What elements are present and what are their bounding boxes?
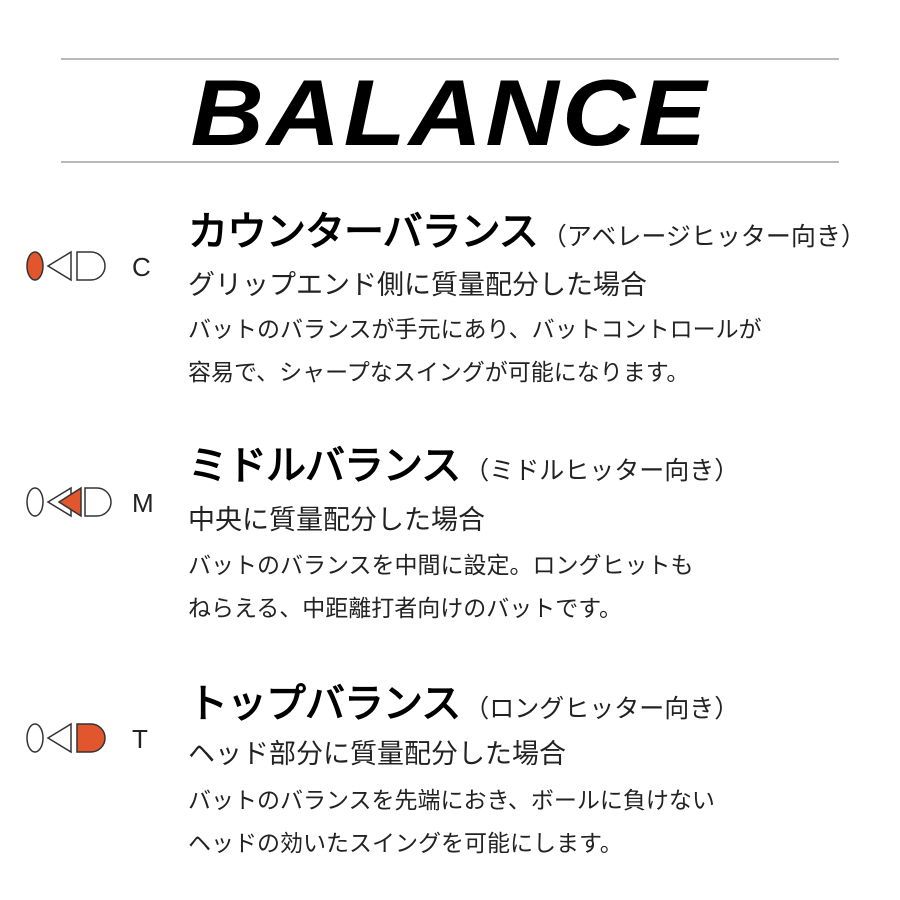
balance-description-line-2: ねらえる、中距離打者向けのバットです。: [188, 596, 623, 622]
bat-balance-diagram-grip-end: [15, 246, 127, 286]
balance-letter: M: [132, 488, 154, 518]
balance-heading: カウンターバランス（アベレージヒッター向き）: [188, 208, 866, 261]
balance-note: （ロングヒッター向き）: [464, 694, 740, 723]
bat-balance-diagram-head: [15, 718, 127, 758]
balance-heading: ミドルバランス（ミドルヒッター向き）: [188, 442, 739, 495]
balance-description-line-1: バットのバランスを中間に設定。ロングヒットも: [188, 553, 694, 579]
balance-name: カウンターバランス: [188, 209, 539, 255]
balance-letter: T: [132, 724, 148, 754]
title-divider: [61, 161, 839, 163]
balance-description-line-2: 容易で、シャープなスイングが可能になります。: [188, 360, 690, 386]
balance-note: （アベレージヒッター向き）: [541, 222, 866, 251]
balance-subtitle: 中央に質量配分した場合: [188, 505, 485, 536]
page-title: BALANCE: [190, 60, 710, 165]
top-divider: [61, 58, 839, 60]
balance-subtitle: グリップエンド側に質量配分した場合: [188, 270, 647, 301]
balance-name: トップバランス: [188, 681, 461, 727]
balance-description-line-1: バットのバランスが手元にあり、バットコントロールが: [188, 317, 762, 343]
balance-letter: C: [132, 252, 151, 282]
bat-balance-diagram-middle: [15, 482, 127, 522]
balance-note: （ミドルヒッター向き）: [464, 456, 740, 485]
balance-heading: トップバランス（ロングヒッター向き）: [188, 680, 739, 733]
balance-description-line-1: バットのバランスを先端におき、ボールに負けない: [188, 788, 715, 814]
balance-description-line-2: ヘッドの効いたスイングを可能にします。: [188, 831, 623, 857]
balance-subtitle: ヘッド部分に質量配分した場合: [188, 739, 566, 770]
balance-name: ミドルバランス: [188, 443, 461, 489]
